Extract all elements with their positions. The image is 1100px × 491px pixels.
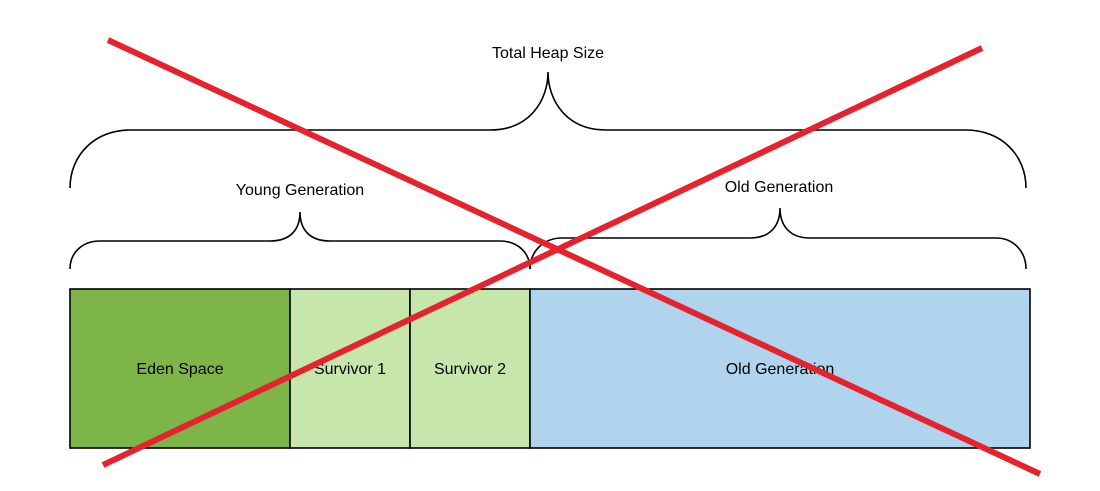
survivor-1-label: Survivor 1 [314,361,386,378]
eden-space-label: Eden Space [136,361,223,378]
eden-space-segment [69,288,291,449]
cross-out-mark [101,37,1042,477]
old-generation-brace [529,207,1027,270]
survivor-2-label: Survivor 2 [434,361,506,378]
total-heap-label: Total Heap Size [492,45,604,62]
old-generation-label: Old Generation [725,179,834,196]
old-generation-segment [529,288,1031,449]
cross-line-2 [101,45,984,468]
young-generation-label: Young Generation [236,182,364,199]
total-heap-brace [69,71,1027,189]
young-generation-brace [69,211,531,270]
heap-bar: Eden Space Survivor 1 Survivor 2 Old Gen… [69,288,1031,449]
cross-line-1 [106,37,1042,477]
